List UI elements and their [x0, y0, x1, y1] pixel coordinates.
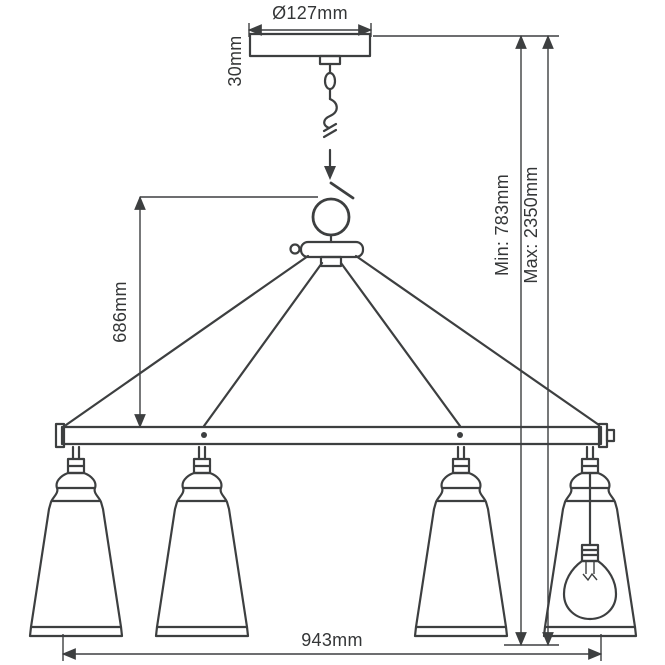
shade-3 — [413, 445, 509, 638]
hook-and-ring — [311, 148, 355, 237]
frame-bar — [54, 422, 616, 449]
suspension-chain — [322, 62, 338, 139]
frame-arms — [64, 254, 601, 428]
dimension-min-max-drop: Min: 783mm Max: 2350mm — [373, 34, 559, 647]
width-label: 943mm — [301, 630, 363, 650]
dimension-canopy-diameter: Ø127mm — [247, 3, 373, 37]
central-hub — [289, 233, 365, 268]
canopy-height-label: 30mm — [225, 35, 245, 86]
canopy-diameter-label: Ø127mm — [272, 3, 348, 23]
dimension-width: 943mm — [61, 630, 603, 661]
dimension-canopy-height: 30mm — [225, 35, 245, 86]
min-drop-label: Min: 783mm — [492, 174, 512, 276]
shade-1 — [28, 445, 124, 638]
dimension-frame-height: 686mm — [110, 195, 318, 429]
max-drop-label: Max: 2350mm — [521, 166, 541, 283]
frame-height-label: 686mm — [110, 281, 130, 343]
light-bulb — [562, 471, 618, 621]
ceiling-canopy — [248, 32, 372, 66]
shade-2 — [154, 445, 250, 638]
